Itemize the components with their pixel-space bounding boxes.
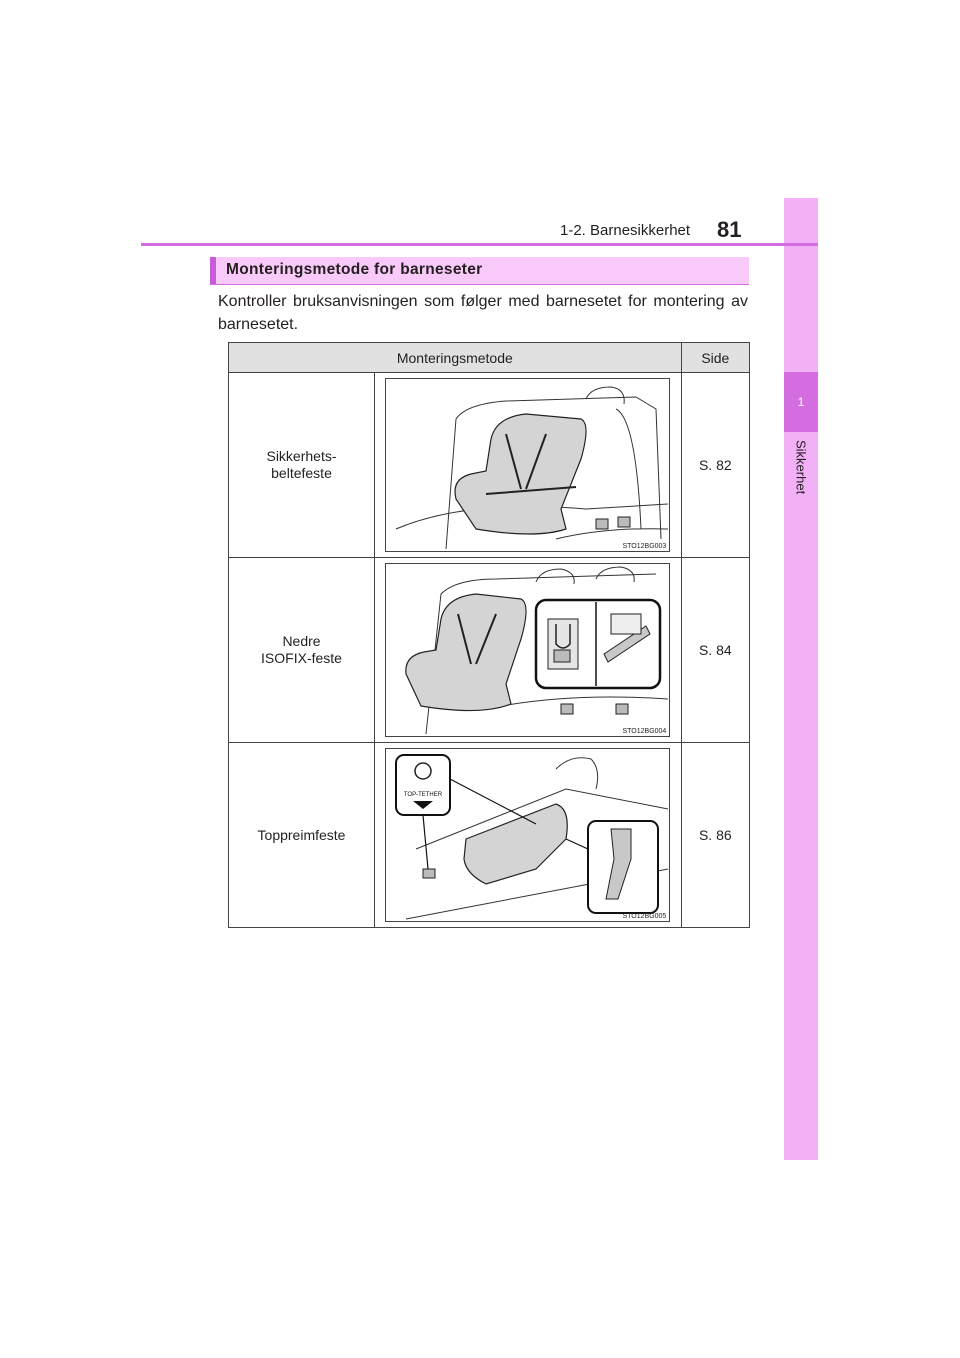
seatbelt-illustration xyxy=(396,386,669,550)
header-section-title: 1-2. Barnesikkerhet xyxy=(560,222,691,239)
section-heading-bar: Monteringsmetode for barneseter xyxy=(210,257,749,285)
column-header-page: Side xyxy=(680,342,751,373)
mounting-methods-table: Monteringsmetode Side Sikkerhets- beltef… xyxy=(227,342,751,928)
method-label-line2: beltefeste xyxy=(271,465,332,481)
isofix-figure: STO12BG004 xyxy=(385,563,671,737)
top-tether-badge-text: TOP-TETHER xyxy=(404,792,443,798)
page-reference[interactable]: S. 86 xyxy=(680,742,751,928)
isofix-illustration xyxy=(405,566,669,735)
figure-cell: TOP-TETHER STO12BG005 xyxy=(374,742,682,928)
method-label-line1: Toppreimfeste xyxy=(257,826,346,843)
section-title: Monteringsmetode for barneseter xyxy=(226,261,483,278)
figure-code: STO12BG005 xyxy=(622,913,667,920)
figure-code: STO12BG004 xyxy=(622,728,667,735)
intro-paragraph: Kontroller bruksanvisningen som følger m… xyxy=(218,293,748,333)
figure-code: STO12BG003 xyxy=(622,543,667,550)
figure-cell: STO12BG004 xyxy=(374,557,682,743)
method-label-cell: Sikkerhets- beltefeste xyxy=(227,372,376,558)
chapter-number: 1 xyxy=(797,395,805,409)
table-row: Sikkerhets- beltefeste xyxy=(227,372,751,558)
method-label-cell: Nedre ISOFIX-feste xyxy=(227,557,376,743)
top-tether-illustration: TOP-TETHER xyxy=(395,754,669,920)
chapter-side-tab xyxy=(784,198,818,1160)
method-label-line2: ISOFIX-feste xyxy=(261,650,342,666)
column-header-method: Monteringsmetode xyxy=(228,342,682,373)
figure-cell: STO12BG003 xyxy=(374,372,682,558)
seatbelt-figure: STO12BG003 xyxy=(385,378,671,552)
chapter-label: Sikkerhet xyxy=(793,440,809,495)
section-heading-accent xyxy=(210,257,216,284)
page-number: 81 xyxy=(717,217,742,242)
page-reference[interactable]: S. 82 xyxy=(680,372,751,558)
table-row: Nedre ISOFIX-feste xyxy=(227,557,751,743)
header-rule xyxy=(141,243,818,246)
method-label-line1: Sikkerhets- xyxy=(266,448,337,464)
method-label-cell: Toppreimfeste xyxy=(227,742,376,928)
table-header-row: Monteringsmetode Side xyxy=(228,342,751,373)
top-tether-figure: TOP-TETHER STO12BG005 xyxy=(385,748,671,922)
table-row: Toppreimfeste TOP-TETHER xyxy=(227,742,751,928)
chapter-number-tab[interactable]: 1 xyxy=(784,372,818,432)
page-reference[interactable]: S. 84 xyxy=(680,557,751,743)
method-label-line1: Nedre xyxy=(282,633,321,649)
